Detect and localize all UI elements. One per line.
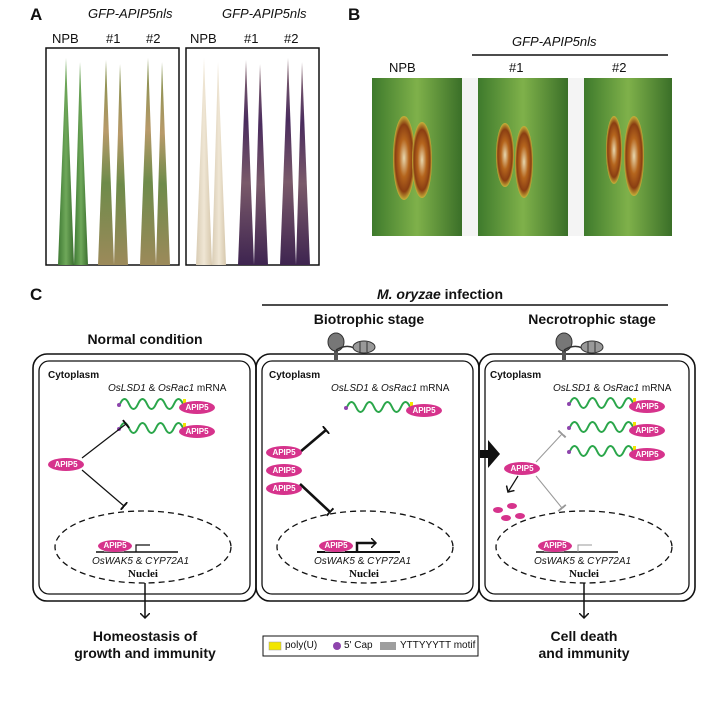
nuclei-label-3: Nuclei [569,568,599,580]
apip5-protein-bound: APIP5 [179,425,215,438]
apip5-protein: APIP5 [504,462,540,475]
apip5-protein: APIP5 [266,464,302,477]
target-gene-label-3: OsWAK5 & CYP72A1 [534,556,632,567]
panel-a-lane-2-2: #2 [284,31,299,46]
apip5-protein: APIP5 [48,458,84,471]
cytoplasm-label-1: Cytoplasm [48,370,100,381]
panel-b-letter: B [348,5,361,24]
panel-a-group2-label: GFP-APIP5nls [222,6,307,21]
nuclei-label-1: Nuclei [128,568,158,580]
stage-necrotrophic-title: Necrotrophic stage [528,311,656,327]
apip5-protein: APIP5 [266,482,302,495]
cytoplasm-label-2: Cytoplasm [269,370,321,381]
panel-a-lane-1-1: #1 [106,31,121,46]
panel-b-lane-npb: NPB [389,60,416,75]
panel-a-lane-npb-2: NPB [190,31,217,46]
stage-biotrophic-title: Biotrophic stage [313,311,425,327]
legend-motif: YTTYYYTT motif [400,640,476,651]
legend-polyu: poly(U) [285,640,318,651]
apip5-protein-bound: APIP5 [629,424,665,437]
nuclei-label-2: Nuclei [349,568,379,580]
panel-b-group-label: GFP-APIP5nls [512,34,597,49]
cytoplasm-label-3: Cytoplasm [490,370,542,381]
apip5-protein-bound: APIP5 [179,401,215,414]
panel-a-lane-npb-1: NPB [52,31,79,46]
apip5-protein-bound: APIP5 [629,400,665,413]
legend-cap: 5' Cap [344,640,373,651]
infection-species: M. oryzae [376,286,441,302]
stage-normal-title: Normal condition [87,331,203,347]
target-gene-label-1: OsWAK5 & CYP72A1 [92,556,190,567]
infection-word: infection [440,286,504,302]
apip5-protein-bound: APIP5 [406,404,442,417]
panel-a-group1-label: GFP-APIP5nls [88,6,173,21]
panel-a-lane-1-2: #1 [244,31,259,46]
outcome-cell-death: Cell death and immunity [538,628,630,661]
panel-b-lane-1: #1 [509,60,524,75]
panel-c-letter: C [30,285,43,304]
panel-b-lane-2: #2 [612,60,627,75]
panel-a-lane-2-1: #2 [146,31,161,46]
outcome-homeostasis: Homeostasis of growth and immunity [74,628,216,661]
mrna-label-3: OsLSD1 & OsRac1 mRNA [553,383,672,394]
infection-label: M. oryzae infection [0,286,704,302]
apip5-protein-nuclear: APIP5 [538,540,572,552]
apip5-protein: APIP5 [266,446,302,459]
apip5-protein-bound: APIP5 [629,448,665,461]
apip5-protein-nuclear: APIP5 [319,540,353,552]
mrna-label-1: OsLSD1 & OsRac1 mRNA [108,383,227,394]
apip5-protein-nuclear: APIP5 [98,540,132,552]
mrna-label-2: OsLSD1 & OsRac1 mRNA [331,383,450,394]
panel-a-letter: A [30,5,43,24]
target-gene-label-2: OsWAK5 & CYP72A1 [314,556,412,567]
